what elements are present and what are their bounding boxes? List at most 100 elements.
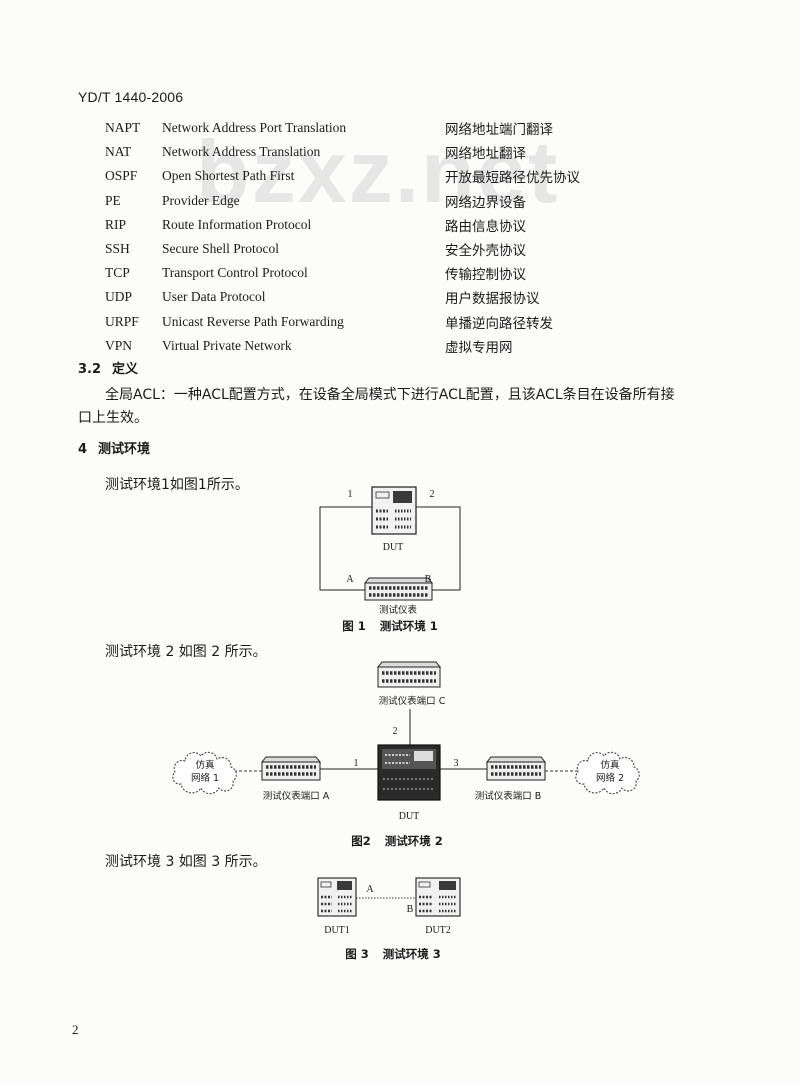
figure-3-intro: 测试环境 3 如图 3 所示。 bbox=[105, 854, 267, 870]
chinese-term: 网络边界设备 bbox=[445, 194, 526, 211]
abbreviation-row: TCP Transport Control Protocol 传输控制协议 bbox=[105, 261, 580, 285]
abbreviation-row: NAPT Network Address Port Translation 网络… bbox=[105, 116, 580, 140]
english-term: Open Shortest Path First bbox=[162, 168, 295, 184]
figure-2-links bbox=[234, 709, 578, 772]
figure-1-caption-title: 测试环境 1 bbox=[379, 619, 438, 633]
english-term: Network Address Port Translation bbox=[162, 120, 347, 136]
abbreviation: SSH bbox=[105, 241, 130, 257]
tester-device-icon bbox=[363, 577, 434, 601]
english-term: Unicast Reverse Path Forwarding bbox=[162, 313, 344, 329]
abbreviation-row: RIP Route Information Protocol 路由信息协议 bbox=[105, 213, 580, 237]
figure-2-diagram: 仿真 网络 1 仿真 网络 2 测试仪表端口 C 2 1 3 DUT 测试仪表端… bbox=[172, 661, 640, 822]
abbreviation-row: SSH Secure Shell Protocol 安全外壳协议 bbox=[105, 237, 580, 261]
tester-b-label: 测试仪表端口 B bbox=[475, 790, 542, 802]
chinese-term: 路由信息协议 bbox=[445, 218, 526, 235]
definition-line-1: 全局ACL：一种ACL配置方式，在设备全局模式下进行ACL配置，且该ACL条目在… bbox=[105, 387, 675, 403]
english-term: Transport Control Protocol bbox=[162, 265, 308, 281]
port-label-b: B bbox=[407, 904, 414, 915]
dut1-label: DUT1 bbox=[324, 925, 350, 936]
abbreviation: NAT bbox=[105, 144, 132, 160]
port-label-3: 3 bbox=[454, 758, 459, 769]
dut2-label: DUT2 bbox=[425, 925, 451, 936]
section-4-number: 4 bbox=[78, 442, 88, 457]
chinese-term: 单播逆向路径转发 bbox=[445, 315, 553, 332]
chinese-term: 传输控制协议 bbox=[445, 267, 526, 284]
port-label-a: A bbox=[366, 884, 374, 895]
chinese-term: 虚拟专用网 bbox=[445, 339, 513, 356]
port-label-2: 2 bbox=[430, 489, 435, 500]
chinese-term: 用户数据报协议 bbox=[445, 291, 540, 308]
tester-a-device-icon bbox=[260, 756, 322, 781]
abbreviation-row: PE Provider Edge 网络边界设备 bbox=[105, 189, 580, 213]
abbreviation-row: OSPF Open Shortest Path First 开放最短路径优先协议 bbox=[105, 164, 580, 188]
abbreviation-row: VPN Virtual Private Network 虚拟专用网 bbox=[105, 334, 580, 358]
tester-b-device-icon bbox=[485, 756, 547, 781]
abbreviation: VPN bbox=[105, 337, 133, 353]
link-dut-to-tester-a bbox=[319, 506, 372, 591]
tester-a-label: 测试仪表端口 A bbox=[263, 790, 330, 802]
abbreviation-row: UDP User Data Protocol 用户数据报协议 bbox=[105, 285, 580, 309]
port-label-1: 1 bbox=[348, 489, 353, 500]
chinese-term: 网络地址翻译 bbox=[445, 146, 526, 163]
english-term: Virtual Private Network bbox=[162, 337, 292, 353]
tester-c-device-icon bbox=[376, 661, 442, 688]
english-term: Network Address Translation bbox=[162, 144, 321, 160]
tester-label: 测试仪表 bbox=[379, 604, 418, 616]
cloud-1-icon bbox=[172, 751, 237, 795]
cloud-1-line-1: 仿真 bbox=[195, 759, 214, 771]
page-number: 2 bbox=[72, 1022, 79, 1037]
figure-1-links bbox=[319, 506, 461, 591]
figure-2-caption-title: 测试环境 2 bbox=[384, 834, 443, 848]
abbreviation: UDP bbox=[105, 289, 133, 305]
section-3-2-title: 定义 bbox=[112, 362, 139, 377]
figure-3-diagram: A B DUT1 DUT2 bbox=[317, 877, 461, 936]
port-label-b: B bbox=[425, 574, 432, 585]
english-term: Provider Edge bbox=[162, 192, 240, 208]
port-label-1: 1 bbox=[354, 758, 359, 769]
figure-3-caption-title: 测试环境 3 bbox=[382, 947, 441, 961]
abbreviation: PE bbox=[105, 192, 121, 208]
definition-line-2: 口上生效。 bbox=[78, 410, 148, 426]
figure-1-diagram: 1 2 DUT A B 测试仪表 bbox=[319, 486, 461, 616]
abbreviation: TCP bbox=[105, 265, 130, 281]
cloud-1-line-2: 网络 1 bbox=[191, 772, 219, 784]
abbreviation-row: URPF Unicast Reverse Path Forwarding 单播逆… bbox=[105, 310, 580, 334]
figure-1-intro: 测试环境1如图1所示。 bbox=[105, 477, 249, 493]
cloud-2-icon bbox=[575, 751, 640, 795]
dut-device-icon bbox=[377, 744, 441, 801]
figure-2-intro: 测试环境 2 如图 2 所示。 bbox=[105, 644, 267, 660]
english-term: Route Information Protocol bbox=[162, 216, 312, 232]
document-id-header: YD/T 1440-2006 bbox=[78, 89, 184, 105]
watermark: bzxz.net bbox=[196, 122, 560, 221]
section-4-title: 测试环境 bbox=[98, 442, 151, 457]
figure-1-caption-number: 图 1 bbox=[342, 619, 366, 633]
chinese-term: 安全外壳协议 bbox=[445, 243, 526, 260]
cloud-2-line-1: 仿真 bbox=[600, 759, 619, 771]
dut-label: DUT bbox=[399, 811, 420, 822]
abbreviation: NAPT bbox=[105, 120, 141, 136]
abbreviation-list: NAPT Network Address Port Translation 网络… bbox=[105, 116, 580, 358]
abbreviation: OSPF bbox=[105, 168, 138, 184]
section-3-2-number: 3.2 bbox=[78, 362, 102, 377]
port-label-2: 2 bbox=[393, 726, 398, 737]
figure-3-caption: 图 3 测试环境 3 bbox=[293, 946, 493, 962]
dut-device-icon bbox=[371, 486, 417, 535]
abbreviation-row: NAT Network Address Translation 网络地址翻译 bbox=[105, 140, 580, 164]
dut1-device-icon bbox=[317, 877, 357, 917]
figure-1-caption: 图 1 测试环境 1 bbox=[290, 618, 490, 634]
abbreviation: URPF bbox=[105, 313, 139, 329]
english-term: Secure Shell Protocol bbox=[162, 241, 279, 257]
figure-2-caption-number: 图2 bbox=[351, 834, 371, 848]
figure-2-caption: 图2 测试环境 2 bbox=[297, 833, 497, 849]
dut2-device-icon bbox=[415, 877, 461, 917]
dut-label: DUT bbox=[383, 542, 404, 553]
abbreviation: RIP bbox=[105, 216, 127, 232]
english-term: User Data Protocol bbox=[162, 289, 266, 305]
link-dut-to-tester-b bbox=[416, 506, 461, 591]
tester-c-label: 测试仪表端口 C bbox=[379, 695, 446, 707]
figure-3-caption-number: 图 3 bbox=[345, 947, 369, 961]
cloud-2-line-2: 网络 2 bbox=[596, 772, 624, 784]
chinese-term: 开放最短路径优先协议 bbox=[445, 170, 580, 187]
chinese-term: 网络地址端门翻译 bbox=[445, 122, 553, 139]
